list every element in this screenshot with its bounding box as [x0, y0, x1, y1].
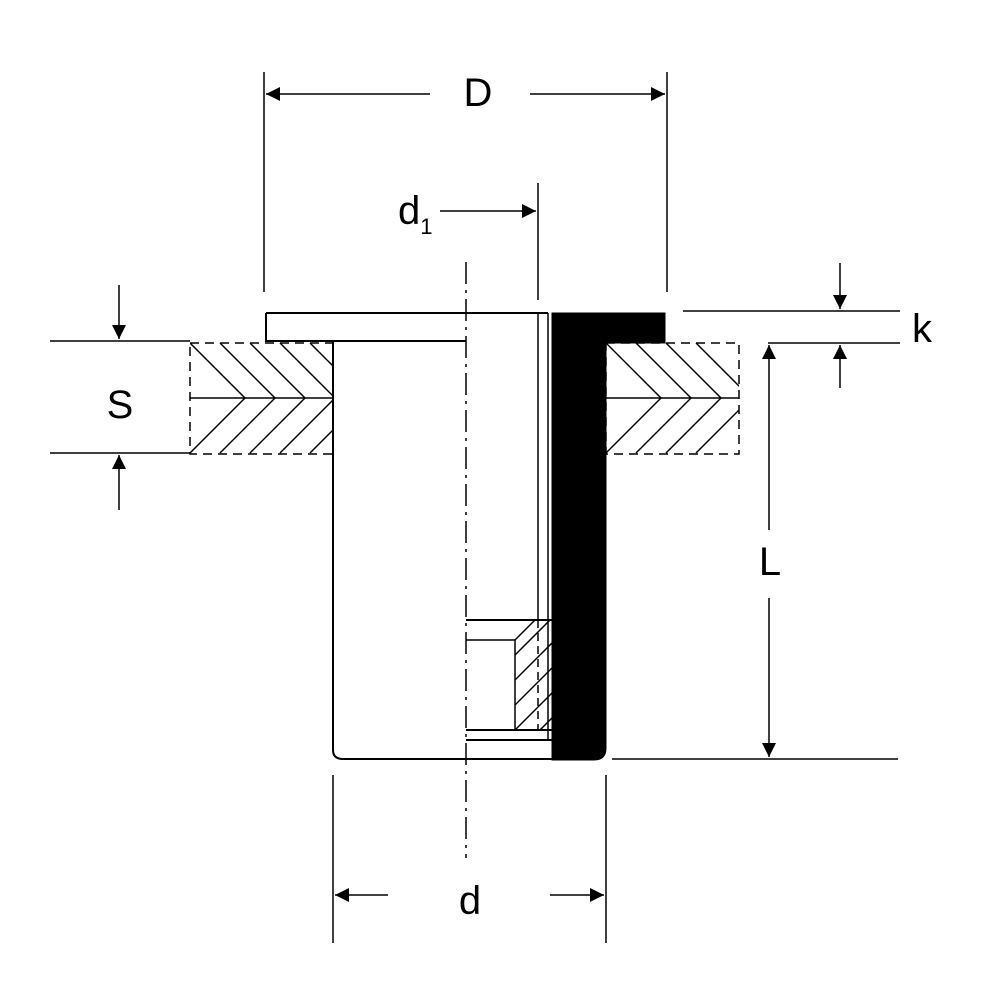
dimension-k [683, 263, 900, 388]
label-D: D [464, 71, 493, 115]
section-fill [551, 312, 666, 761]
dimension-d1 [440, 183, 539, 300]
rivet-nut-body [265, 312, 552, 760]
dimension-S [50, 285, 190, 510]
thread-zone [466, 619, 578, 741]
label-S: S [107, 383, 134, 427]
label-d1: d1 [398, 189, 433, 239]
dimension-L [612, 345, 898, 760]
dimension-D [263, 72, 668, 292]
label-d: d [459, 879, 481, 923]
dimension-d [332, 775, 607, 943]
label-k: k [912, 307, 933, 351]
label-L: L [759, 540, 781, 584]
sheet-left-section [189, 342, 334, 455]
sheet-right-section [605, 342, 740, 455]
